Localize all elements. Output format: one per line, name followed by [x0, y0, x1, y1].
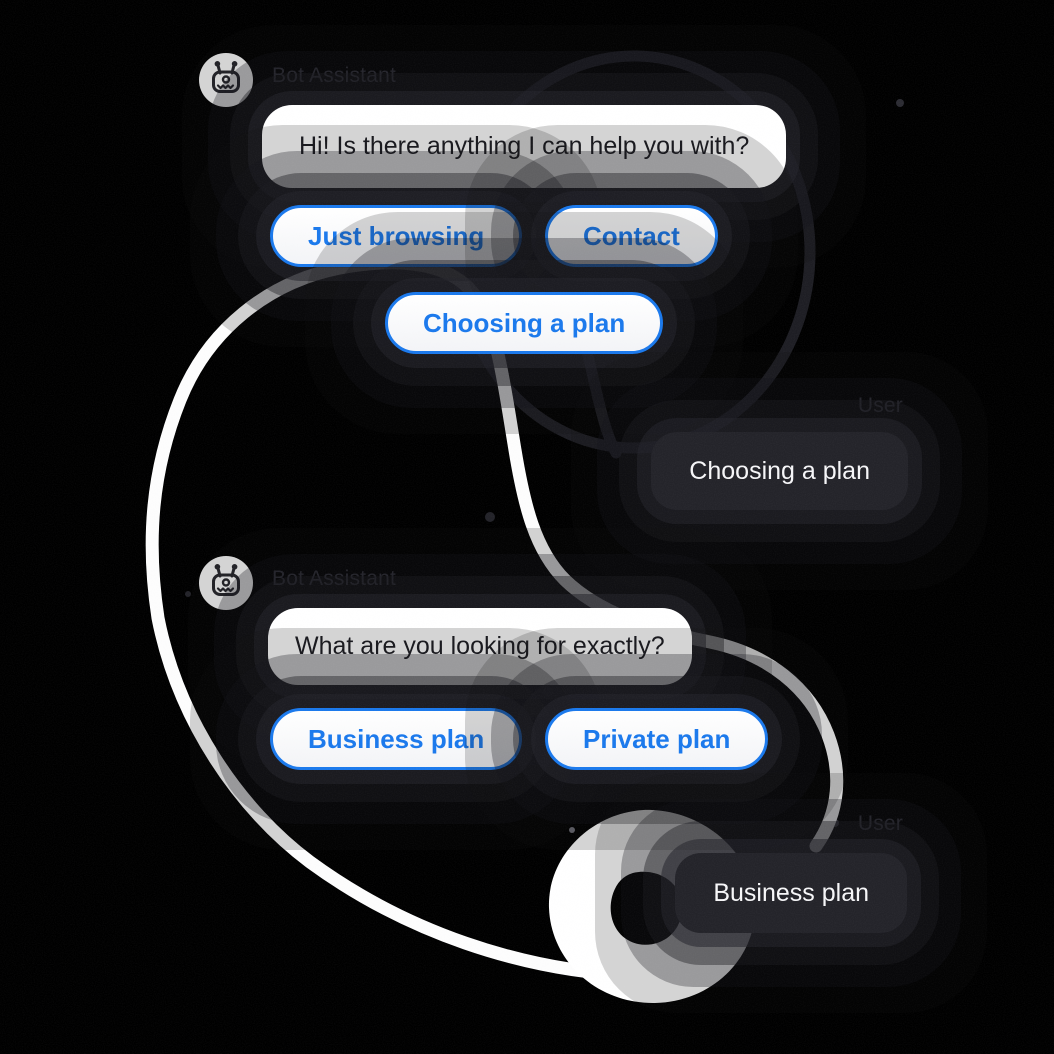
bot-message-bubble: Hi! Is there anything I can help you wit…: [262, 105, 787, 188]
quick-reply-contact[interactable]: Contact: [545, 205, 718, 267]
user-sender-label: User: [857, 812, 903, 835]
robot-icon: [212, 564, 240, 596]
bot-avatar: [199, 53, 253, 107]
bot-avatar: [199, 556, 253, 610]
user-sender-label: User: [857, 394, 903, 417]
quick-reply-private-plan[interactable]: Private plan: [545, 708, 769, 770]
quick-reply-business-plan[interactable]: Business plan: [270, 708, 523, 770]
bot-sender-label: Bot Assistant: [272, 567, 396, 590]
quick-reply-choosing-a-plan[interactable]: Choosing a plan: [385, 292, 664, 354]
bot-message-bubble: What are you looking for exactly?: [268, 608, 692, 685]
robot-icon: [212, 61, 240, 93]
user-message-bubble: Choosing a plan: [651, 432, 908, 510]
quick-reply-just-browsing[interactable]: Just browsing: [270, 205, 523, 267]
user-message-bubble: Business plan: [675, 853, 907, 933]
bot-sender-label: Bot Assistant: [272, 64, 396, 87]
